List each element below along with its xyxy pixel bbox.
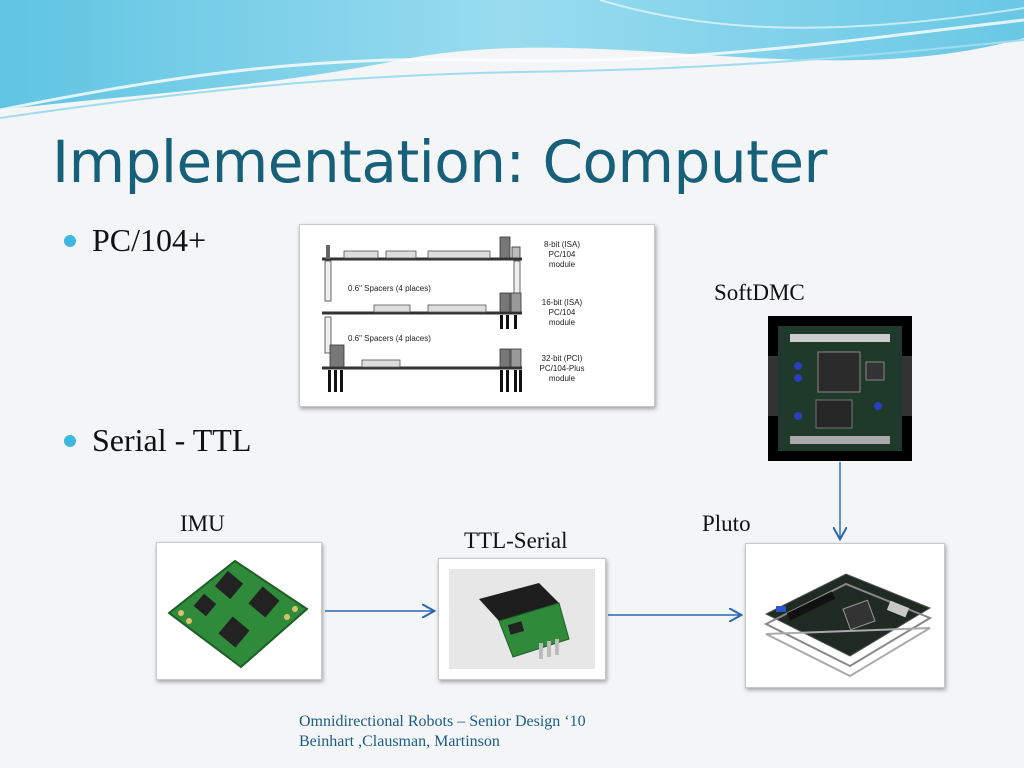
bullet-item: PC/104+ [64, 222, 206, 259]
module-board [322, 344, 522, 392]
bullet-dot-icon [64, 234, 76, 247]
module-label: PC/104 [549, 250, 576, 259]
ttl-serial-label: TTL-Serial [464, 528, 568, 553]
footer-line-2: Beinhart ,Clausman, Martinson [299, 733, 500, 750]
module-board [322, 236, 522, 261]
slide-footer: Omnidirectional Robots – Senior Design ‘… [299, 712, 586, 752]
slide-title: Implementation: Computer [52, 128, 827, 196]
pluto-label: Pluto [702, 511, 751, 536]
spacer-label: 0.6" Spacers (4 places) [348, 284, 431, 293]
header-wave-decoration [0, 0, 1024, 119]
footer-line-1: Omnidirectional Robots – Senior Design ‘… [299, 713, 586, 730]
module-label: module [549, 260, 576, 269]
module-board [322, 292, 522, 329]
module-label: PC/104-Plus [540, 364, 585, 373]
imu-label: IMU [180, 511, 225, 536]
bullet-text: Serial - TTL [92, 422, 252, 458]
softdmc-board-image [768, 316, 912, 461]
softdmc-label: SoftDMC [714, 280, 805, 305]
module-label: module [549, 374, 576, 383]
module-label: PC/104 [549, 308, 576, 317]
spacer-label: 0.6" Spacers (4 places) [348, 334, 431, 343]
bullet-text: PC/104+ [92, 222, 207, 258]
imu-board-image [156, 542, 322, 680]
bullet-item: Serial - TTL [64, 422, 251, 459]
ttl-serial-adapter-image [438, 558, 606, 680]
module-label: module [549, 318, 576, 327]
pc104-stack-diagram: 0.6" Spacers (4 places) 0.6" Spacers (4 … [299, 224, 655, 407]
module-label: 8-bit (ISA) [544, 240, 580, 249]
module-label: 32-bit (PCI) [542, 354, 583, 363]
pluto-board-image [745, 543, 945, 688]
module-label: 16-bit (ISA) [542, 298, 583, 307]
bullet-dot-icon [64, 434, 76, 447]
